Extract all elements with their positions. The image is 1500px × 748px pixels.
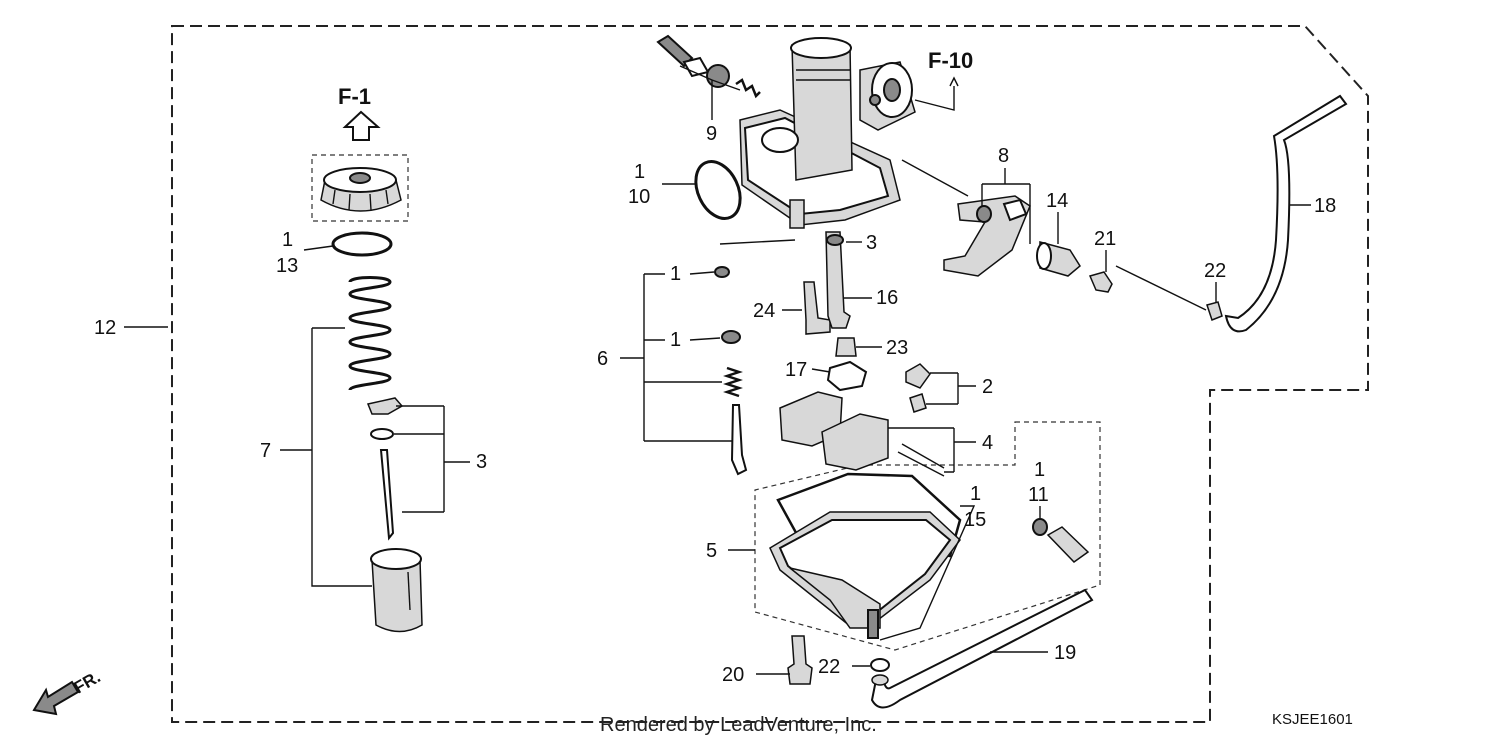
- label-22-b: 22: [818, 656, 840, 678]
- label-3-b: 3: [866, 232, 877, 254]
- pilot-screw-part: [730, 404, 748, 476]
- throttle-slide-part: [370, 548, 423, 633]
- diagram-code: KSJEE1601: [1272, 711, 1353, 728]
- needle-clip-part: [366, 397, 404, 415]
- frame-ref-f10: F-10: [928, 48, 973, 73]
- label-1-a: 1: [282, 229, 293, 251]
- label-1-b: 1: [634, 161, 645, 183]
- needle-jet-holder-part: [803, 281, 831, 335]
- label-22-a: 22: [1204, 260, 1226, 282]
- label-10: 10: [628, 186, 650, 208]
- sleeve-14-end-part: [1036, 242, 1052, 270]
- cap-group-box: [311, 154, 409, 222]
- fitting-21-part: [1088, 271, 1113, 293]
- label-16: 16: [876, 287, 898, 309]
- label-17: 17: [785, 359, 807, 381]
- render-credit: Rendered by LeadVenture, Inc.: [600, 714, 877, 736]
- o-ring-13-part: [331, 231, 393, 257]
- washer-lower-part: [721, 330, 741, 344]
- label-6: 6: [597, 348, 608, 370]
- hose-clip-lower-part: [870, 658, 890, 672]
- label-21: 21: [1094, 228, 1116, 250]
- drain-screw-part: [1046, 526, 1090, 563]
- drain-washer-11-part: [1032, 518, 1048, 536]
- clip-2-lower-part: [909, 393, 927, 413]
- pilot-spring-part: [723, 366, 743, 398]
- label-3-a: 3: [476, 451, 487, 473]
- air-screw-part: [656, 34, 761, 99]
- drain-tube-end-part: [871, 674, 889, 686]
- label-15: 15: [964, 509, 986, 531]
- top-cap-part: [320, 167, 402, 212]
- label-11: 11: [1028, 484, 1049, 506]
- float-valve-part: [826, 360, 868, 392]
- label-7: 7: [260, 440, 271, 462]
- jet-cap-part: [826, 234, 844, 246]
- label-13: 13: [276, 255, 298, 277]
- frame-ref-f1: F-1: [338, 84, 371, 109]
- jet-needle-part: [379, 449, 395, 541]
- front-direction-arrow-icon: [32, 680, 80, 716]
- label-5: 5: [706, 540, 717, 562]
- label-1-e: 1: [970, 483, 981, 505]
- label-2: 2: [982, 376, 993, 398]
- label-23: 23: [886, 337, 908, 359]
- label-14: 14: [1046, 190, 1068, 212]
- carburetor-body-part: [739, 37, 916, 229]
- float-chamber-group-box: [754, 421, 1101, 651]
- label-1-f: 1: [1034, 459, 1045, 481]
- label-9: 9: [706, 123, 717, 145]
- label-8: 8: [998, 145, 1009, 167]
- drain-tube-19-part: [870, 588, 1094, 709]
- slide-spring-part: [348, 276, 392, 392]
- label-12: 12: [94, 317, 116, 339]
- float-part: [779, 391, 945, 477]
- label-18: 18: [1314, 195, 1336, 217]
- main-jet-part: [825, 231, 851, 329]
- float-chamber-part: [769, 511, 962, 639]
- o-ring-10-part: [694, 160, 742, 220]
- drain-bolt-20-part: [787, 635, 813, 685]
- label-1-c: 1: [670, 263, 681, 285]
- throttle-bracket-part: [943, 195, 1031, 277]
- washer-upper-part: [714, 266, 730, 278]
- label-1-d: 1: [670, 329, 681, 351]
- float-valve-seat-part: [835, 337, 857, 357]
- label-19: 19: [1054, 642, 1076, 664]
- label-24: 24: [753, 300, 775, 322]
- label-20: 20: [722, 664, 744, 686]
- needle-washer-part: [370, 428, 394, 440]
- hose-clip-upper-part: [1206, 301, 1223, 321]
- vent-tube-18-part: [1224, 94, 1348, 333]
- clip-2-upper-part: [905, 363, 931, 389]
- f1-up-arrow-icon: [342, 110, 381, 141]
- leader-lines: [124, 65, 1311, 675]
- label-4: 4: [982, 432, 993, 454]
